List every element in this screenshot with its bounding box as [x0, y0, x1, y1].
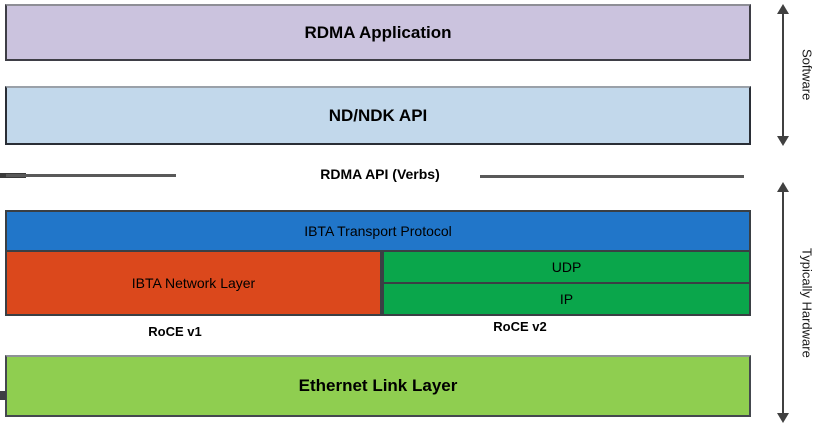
hardware-arrow-line — [782, 191, 784, 413]
software-arrow-down-icon — [777, 136, 789, 146]
hardware-arrow-down-icon — [777, 413, 789, 423]
ibta-transport-protocol-box: IBTA Transport Protocol — [5, 210, 751, 252]
software-arrow-line — [782, 13, 784, 137]
nd-ndk-api-label: ND/NDK API — [328, 105, 428, 125]
rdma-application-box: RDMA Application — [5, 4, 751, 61]
ip-label: IP — [559, 291, 574, 307]
software-arrow-up-icon — [777, 4, 789, 14]
ethernet-link-layer-box: Ethernet Link Layer — [5, 355, 751, 417]
nd-ndk-api-box: ND/NDK API — [5, 86, 751, 145]
rdma-application-label: RDMA Application — [304, 22, 452, 42]
hardware-arrow-up-icon — [777, 182, 789, 192]
rdma-api-verbs-label: RDMA API (Verbs) — [320, 166, 440, 182]
ip-box: IP — [382, 284, 751, 316]
divider-line-left — [6, 174, 176, 177]
software-side-label: Software — [799, 49, 815, 101]
udp-box: UDP — [382, 252, 751, 284]
roce-v2-label: RoCE v2 — [493, 319, 547, 334]
ibta-network-layer-label: IBTA Network Layer — [131, 275, 256, 291]
ibta-network-layer-box: IBTA Network Layer — [5, 252, 382, 316]
udp-label: UDP — [551, 259, 582, 275]
roce-v1-label: RoCE v1 — [148, 324, 202, 339]
divider-line-right — [480, 175, 744, 178]
connector-nub — [0, 391, 6, 400]
ibta-transport-protocol-label: IBTA Transport Protocol — [304, 223, 452, 239]
ethernet-link-layer-label: Ethernet Link Layer — [298, 376, 458, 395]
typically-hardware-side-label: Typically Hardware — [799, 248, 815, 358]
